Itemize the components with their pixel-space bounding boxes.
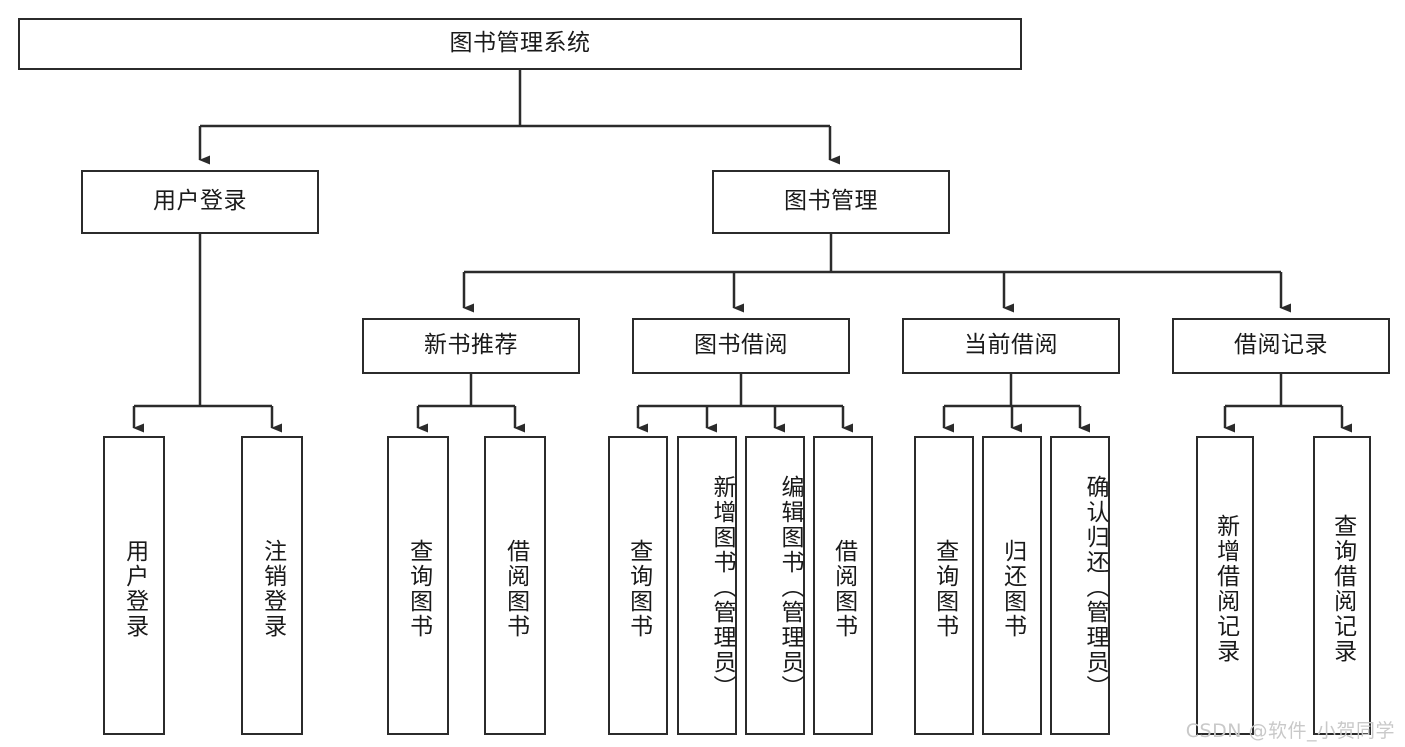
node-borrow-record[interactable]: 借阅记录 <box>1172 318 1390 374</box>
watermark: CSDN @软件_小贺同学 <box>1185 720 1395 742</box>
node-leaf-query-book-2[interactable]: 查询图书 <box>608 436 668 735</box>
node-leaf-return-book[interactable]: 归还图书 <box>982 436 1042 735</box>
node-book-borrow[interactable]: 图书借阅 <box>632 318 850 374</box>
node-root[interactable]: 图书管理系统 <box>18 18 1022 70</box>
node-label: 查询图书 <box>405 538 432 639</box>
node-label: 用户登录 <box>121 538 148 639</box>
node-leaf-add-book[interactable]: 新增图书（管理员） <box>677 436 737 735</box>
node-label: 图书借阅 <box>694 332 788 359</box>
node-label: 查询图书 <box>931 538 958 639</box>
node-label: 新书推荐 <box>424 332 518 359</box>
node-label: 图书管理 <box>784 188 878 215</box>
node-label: 新增借阅记录 <box>1212 513 1239 664</box>
node-label: 注销登录 <box>259 538 286 639</box>
node-user-login[interactable]: 用户登录 <box>81 170 319 234</box>
node-leaf-query-book-1[interactable]: 查询图书 <box>387 436 449 735</box>
node-leaf-query-borrow-record[interactable]: 查询借阅记录 <box>1313 436 1371 735</box>
node-label: 借阅图书 <box>830 538 857 639</box>
node-leaf-borrow-book-2[interactable]: 借阅图书 <box>813 436 873 735</box>
node-leaf-user-logout[interactable]: 注销登录 <box>241 436 303 735</box>
node-book-manage[interactable]: 图书管理 <box>712 170 950 234</box>
node-label: 图书管理系统 <box>449 30 591 57</box>
node-leaf-confirm-return[interactable]: 确认归还（管理员） <box>1050 436 1110 735</box>
node-label: 当前借阅 <box>964 332 1058 359</box>
node-leaf-borrow-book-1[interactable]: 借阅图书 <box>484 436 546 735</box>
node-label: 借阅记录 <box>1234 332 1328 359</box>
node-label: 编辑图书（管理员） <box>777 475 803 700</box>
node-label: 查询借阅记录 <box>1329 513 1356 664</box>
node-label: 查询图书 <box>625 538 652 639</box>
node-leaf-query-book-3[interactable]: 查询图书 <box>914 436 974 735</box>
node-label: 新增图书（管理员） <box>709 475 735 700</box>
node-leaf-user-login[interactable]: 用户登录 <box>103 436 165 735</box>
node-new-book-recommend[interactable]: 新书推荐 <box>362 318 580 374</box>
node-label: 用户登录 <box>153 188 247 215</box>
node-leaf-add-borrow-record[interactable]: 新增借阅记录 <box>1196 436 1254 735</box>
node-leaf-edit-book[interactable]: 编辑图书（管理员） <box>745 436 805 735</box>
node-label: 借阅图书 <box>502 538 529 639</box>
node-current-borrow[interactable]: 当前借阅 <box>902 318 1120 374</box>
node-label: 归还图书 <box>999 538 1026 639</box>
node-label: 确认归还（管理员） <box>1082 475 1108 700</box>
